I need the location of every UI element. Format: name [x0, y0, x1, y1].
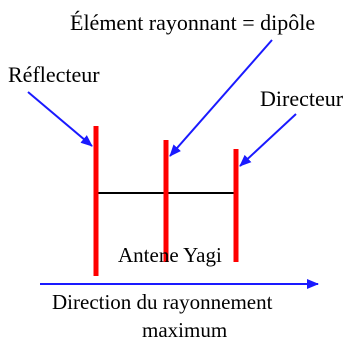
radiating-element-pointer-arrow	[169, 39, 273, 157]
radiating-element-label: Élément rayonnant = dipôle	[70, 10, 315, 35]
antenna-name-label: Antene Yagi	[118, 243, 222, 267]
director-label: Directeur	[260, 86, 344, 111]
direction-label-line2: maximum	[142, 318, 227, 342]
reflector-label: Réflecteur	[8, 62, 100, 87]
director-pointer-arrow	[239, 113, 297, 167]
reflector-pointer-arrow	[27, 91, 93, 147]
direction-label-line1: Direction du rayonnement	[52, 290, 273, 314]
